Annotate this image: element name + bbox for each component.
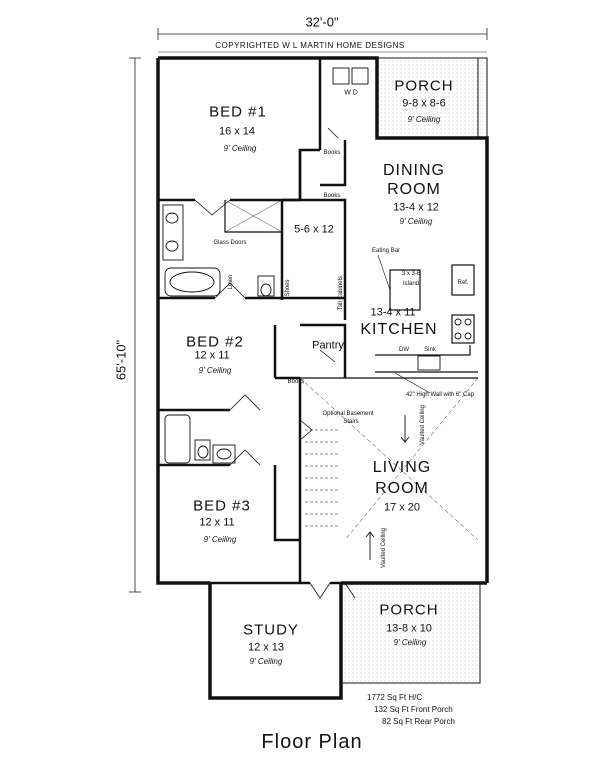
sink-label: Sink — [424, 347, 436, 353]
room-front-porch-name: PORCH — [379, 601, 439, 619]
room-bed-2-name: BED #2 — [186, 333, 244, 351]
room-kitchen-size: 13-4 x 11 — [370, 306, 416, 319]
room-bed-3-size: 12 x 11 — [199, 516, 235, 529]
overall-depth-dimension: 65'-10" — [113, 339, 129, 381]
room-rear-porch-size: 9-8 x 8-6 — [402, 97, 446, 110]
vaulted-ceiling-label-1: Vaulted Ceiling — [420, 405, 426, 445]
vaulted-ceiling-label-2: Vaulted Ceiling — [381, 528, 387, 568]
books-label-1: Books — [323, 150, 341, 156]
half-wall-note: 42" High Wall with 6" Cap — [405, 392, 475, 398]
refrigerator-label: Ref. — [457, 280, 469, 286]
overall-width-dimension: 32'-0" — [305, 14, 339, 30]
interior-walls — [156, 58, 478, 583]
tall-cabinets-label: Tall Cabinets — [338, 275, 344, 311]
room-living-name-line2: ROOM — [375, 480, 429, 497]
porch-outline — [340, 57, 488, 684]
room-study-size: 12 x 13 — [247, 641, 285, 654]
shoes-label: Shoes — [285, 279, 291, 297]
washer-dryer-label: W D — [344, 89, 358, 97]
pantry-label: Pantry — [312, 339, 344, 352]
area-rear-porch: 82 Sq Ft Rear Porch — [382, 717, 455, 726]
room-dining-name-line2: ROOM — [387, 181, 441, 198]
island-size-label: 3 x 3-6 — [401, 271, 421, 277]
fixtures — [162, 67, 479, 560]
island-label: Island — [402, 281, 420, 287]
dishwasher-label: DW — [399, 347, 409, 353]
books-label-3: Books — [287, 379, 305, 385]
basement-stairs-label-line2: Stairs — [343, 419, 359, 425]
dimension-lines — [129, 28, 488, 593]
room-dining-size: 13-4 x 12 — [393, 201, 439, 214]
closet-size: 5-6 x 12 — [294, 223, 334, 236]
glass-doors-label: Glass Doors — [213, 240, 247, 246]
room-living-size: 17 x 20 — [383, 501, 421, 514]
room-bed-1-size: 16 x 14 — [218, 125, 256, 138]
front-porch-floor — [341, 583, 480, 683]
plan-title: Floor Plan — [261, 731, 363, 753]
room-bed-3-ceiling: 9' Ceiling — [203, 535, 237, 544]
area-heated-cooled: 1772 Sq Ft H/C — [367, 693, 423, 702]
room-living-name-line1: LIVING — [372, 459, 432, 476]
rear-porch-floor — [377, 58, 485, 136]
linen-label: Linen — [228, 274, 234, 290]
room-bed-2-size: 12 x 11 — [194, 349, 230, 362]
room-bed-1-ceiling: 9' Ceiling — [223, 144, 257, 153]
room-study-name: STUDY — [243, 621, 299, 639]
room-dining-name-line1: DINING — [383, 162, 445, 179]
room-front-porch-size: 13-8 x 10 — [386, 622, 432, 635]
copyright-notice: COPYRIGHTED W L MARTIN HOME DESIGNS — [215, 41, 405, 50]
room-front-porch-ceiling: 9' Ceiling — [393, 638, 427, 647]
room-study-ceiling: 9' Ceiling — [249, 657, 283, 666]
basement-stairs-label-line1: Optional Basement — [322, 411, 374, 417]
room-bed-1-name: BED #1 — [209, 103, 267, 121]
area-front-porch: 132 Sq Ft Front Porch — [374, 705, 453, 714]
eating-bar-label: Eating Bar — [371, 248, 401, 254]
room-dining-ceiling: 9' Ceiling — [399, 217, 433, 226]
books-label-2: Books — [323, 193, 341, 199]
room-kitchen-name: KITCHEN — [360, 321, 438, 338]
room-rear-porch-name: PORCH — [394, 77, 454, 95]
room-bed-2-ceiling: 9' Ceiling — [198, 366, 232, 375]
room-rear-porch-ceiling: 9' Ceiling — [407, 115, 441, 124]
room-bed-3-name: BED #3 — [193, 497, 251, 515]
